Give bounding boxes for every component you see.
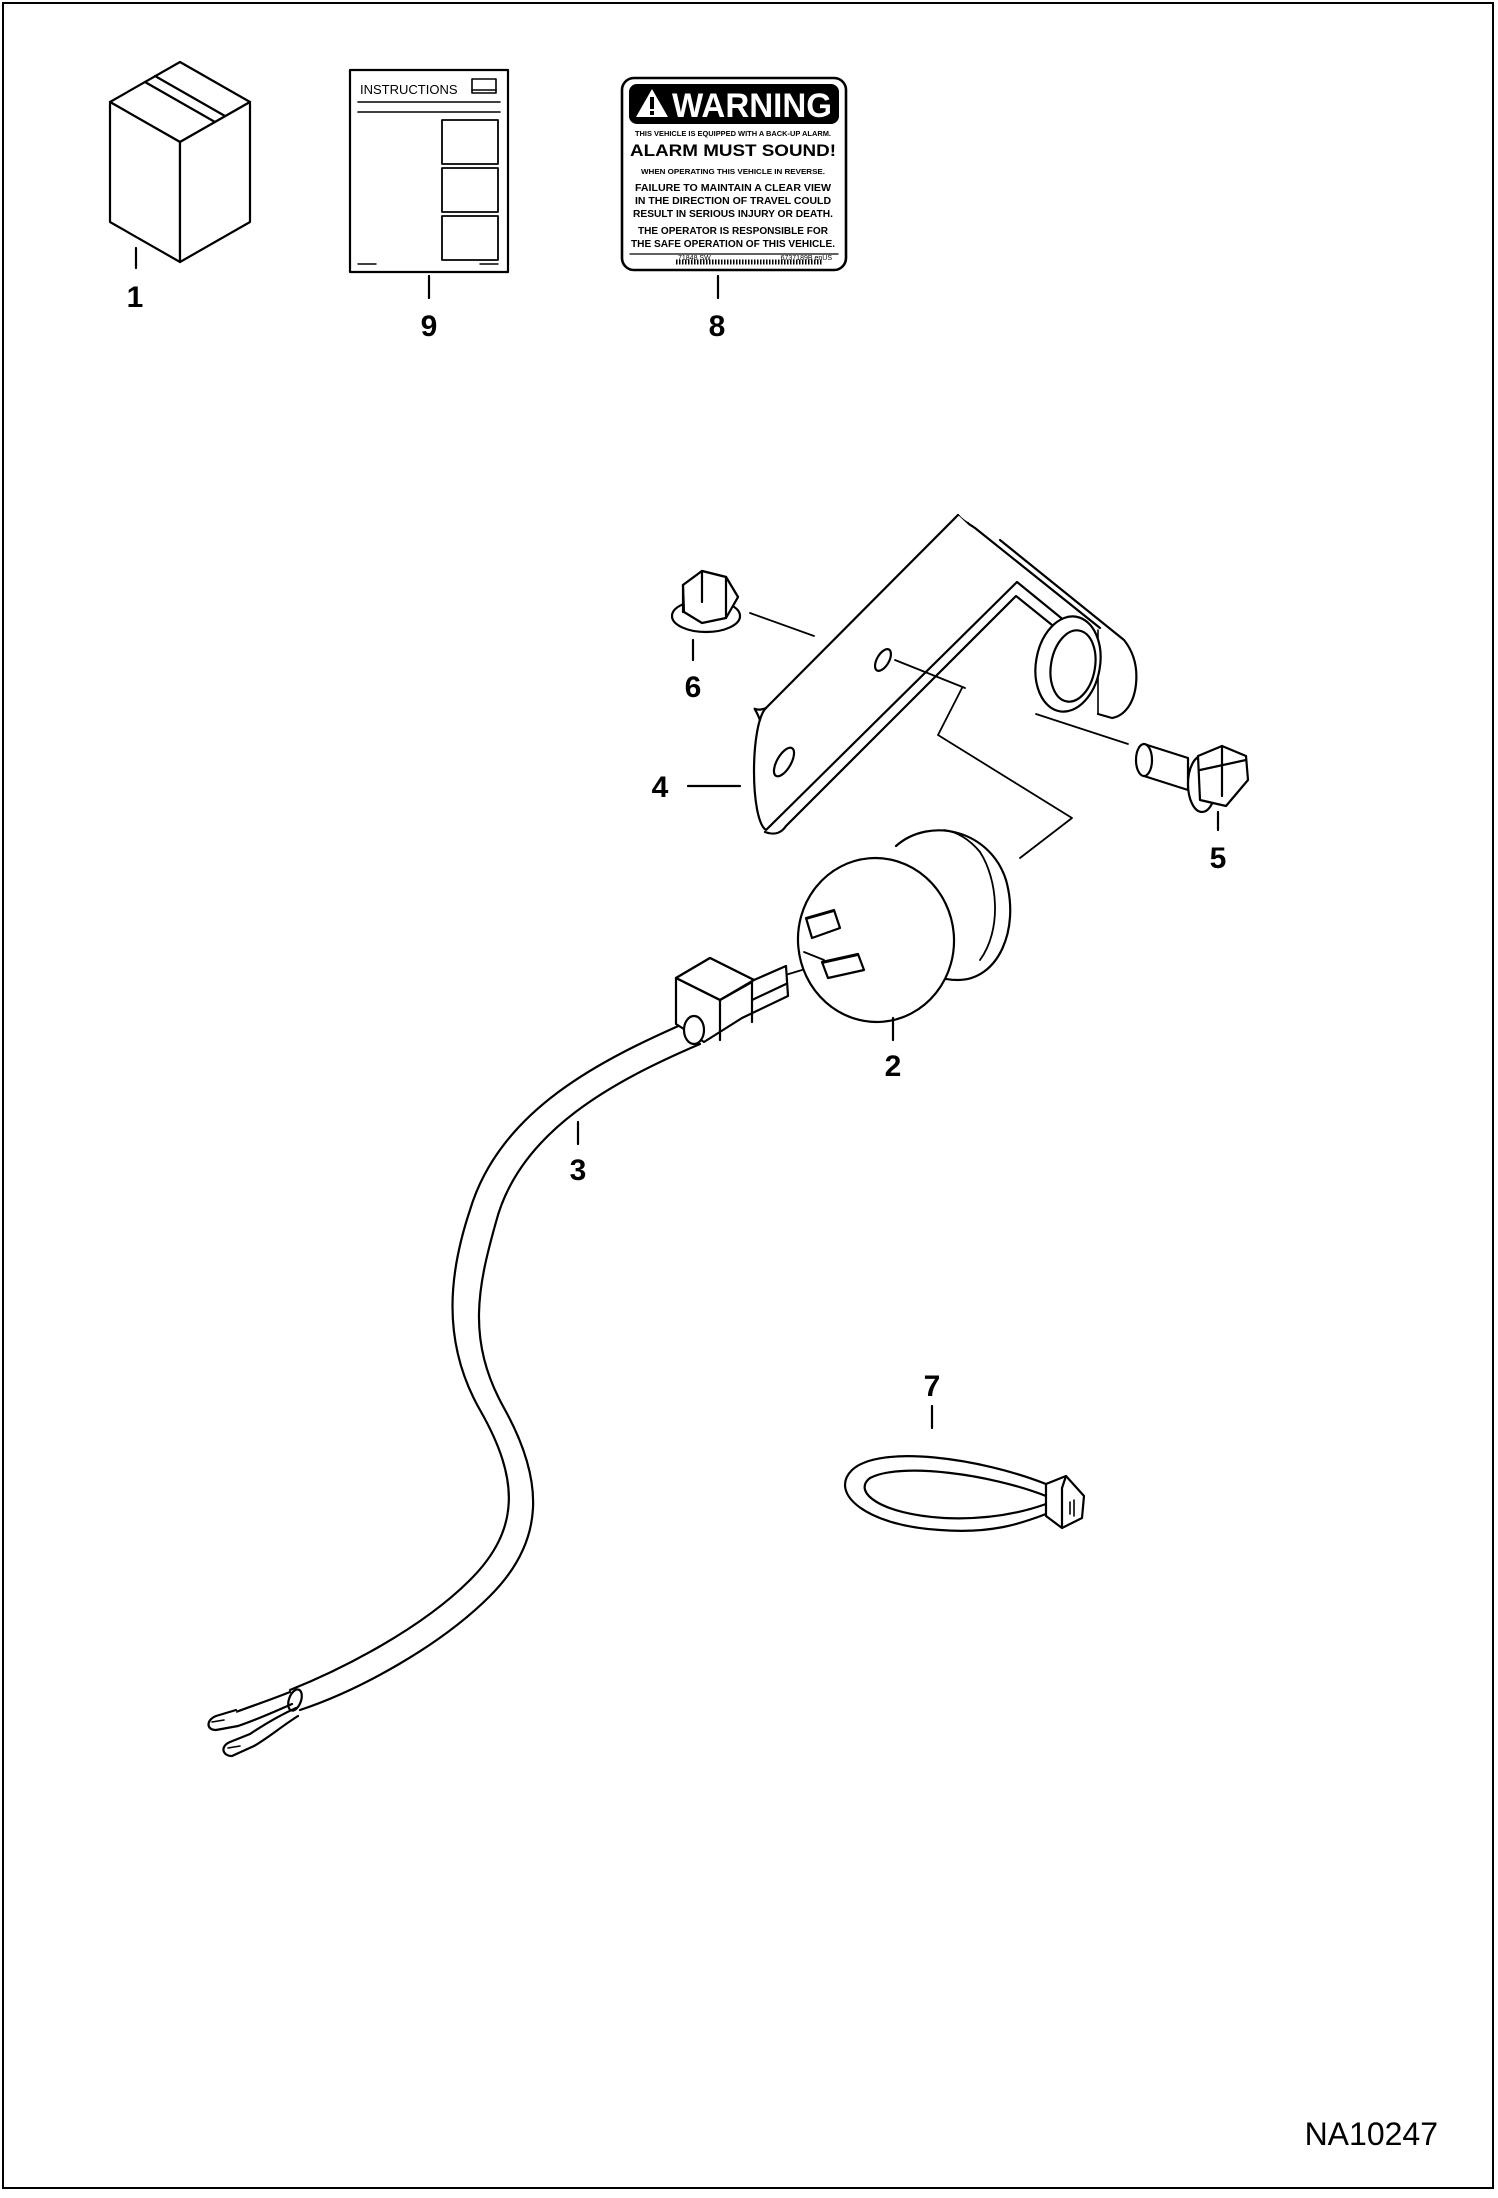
assembly-line-nut [749, 612, 815, 637]
warning-line-5: IN THE DIRECTION OF TRAVEL COULD [635, 195, 831, 207]
warning-line-8: THE SAFE OPERATION OF THIS VEHICLE. [631, 238, 835, 250]
callout-2: 2 [885, 1050, 902, 1083]
instructions-title: INSTRUCTIONS [360, 82, 458, 97]
warning-line-3: WHEN OPERATING THIS VEHICLE IN REVERSE. [641, 167, 825, 176]
callout-6: 6 [685, 671, 702, 704]
warning-decal [620, 76, 848, 272]
mounting-bracket [752, 513, 1138, 835]
instructions-sheet [348, 68, 510, 274]
callout-3: 3 [570, 1154, 587, 1187]
callout-1: 1 [127, 281, 144, 314]
assembly-line-bolt-b [1035, 713, 1129, 745]
warning-line-6: RESULT IN SERIOUS INJURY OR DEATH. [633, 208, 833, 220]
assembly-line-bolt-a [894, 659, 966, 689]
warning-line-1: THIS VEHICLE IS EQUIPPED WITH A BACK-UP … [635, 129, 831, 138]
wire-harness [207, 956, 790, 1758]
callout-4: 4 [652, 771, 669, 804]
callout-5: 5 [1210, 842, 1227, 875]
cable-tie [844, 1455, 1086, 1532]
warning-line-7: THE OPERATOR IS RESPONSIBLE FOR [638, 225, 828, 237]
warning-code-right: 6737189B enUS [781, 255, 833, 262]
flange-nut [670, 569, 742, 634]
warning-line-4: FAILURE TO MAINTAIN A CLEAR VIEW [635, 182, 831, 194]
callout-8: 8 [709, 310, 726, 343]
warning-code-left: 71848 SW [678, 255, 711, 262]
flange-bolt [1134, 742, 1250, 814]
warning-header: WARNING [672, 87, 832, 125]
assembly-line-center [937, 687, 1073, 859]
assembly-line-connector [803, 951, 825, 961]
warning-line-2: ALARM MUST SOUND! [630, 141, 836, 160]
callout-9: 9 [421, 310, 438, 343]
backup-alarm [796, 829, 1012, 1024]
callout-7: 7 [924, 1370, 941, 1403]
kit-box-icon [108, 60, 252, 264]
figure-reference-number: NA10247 [1304, 2116, 1438, 2152]
